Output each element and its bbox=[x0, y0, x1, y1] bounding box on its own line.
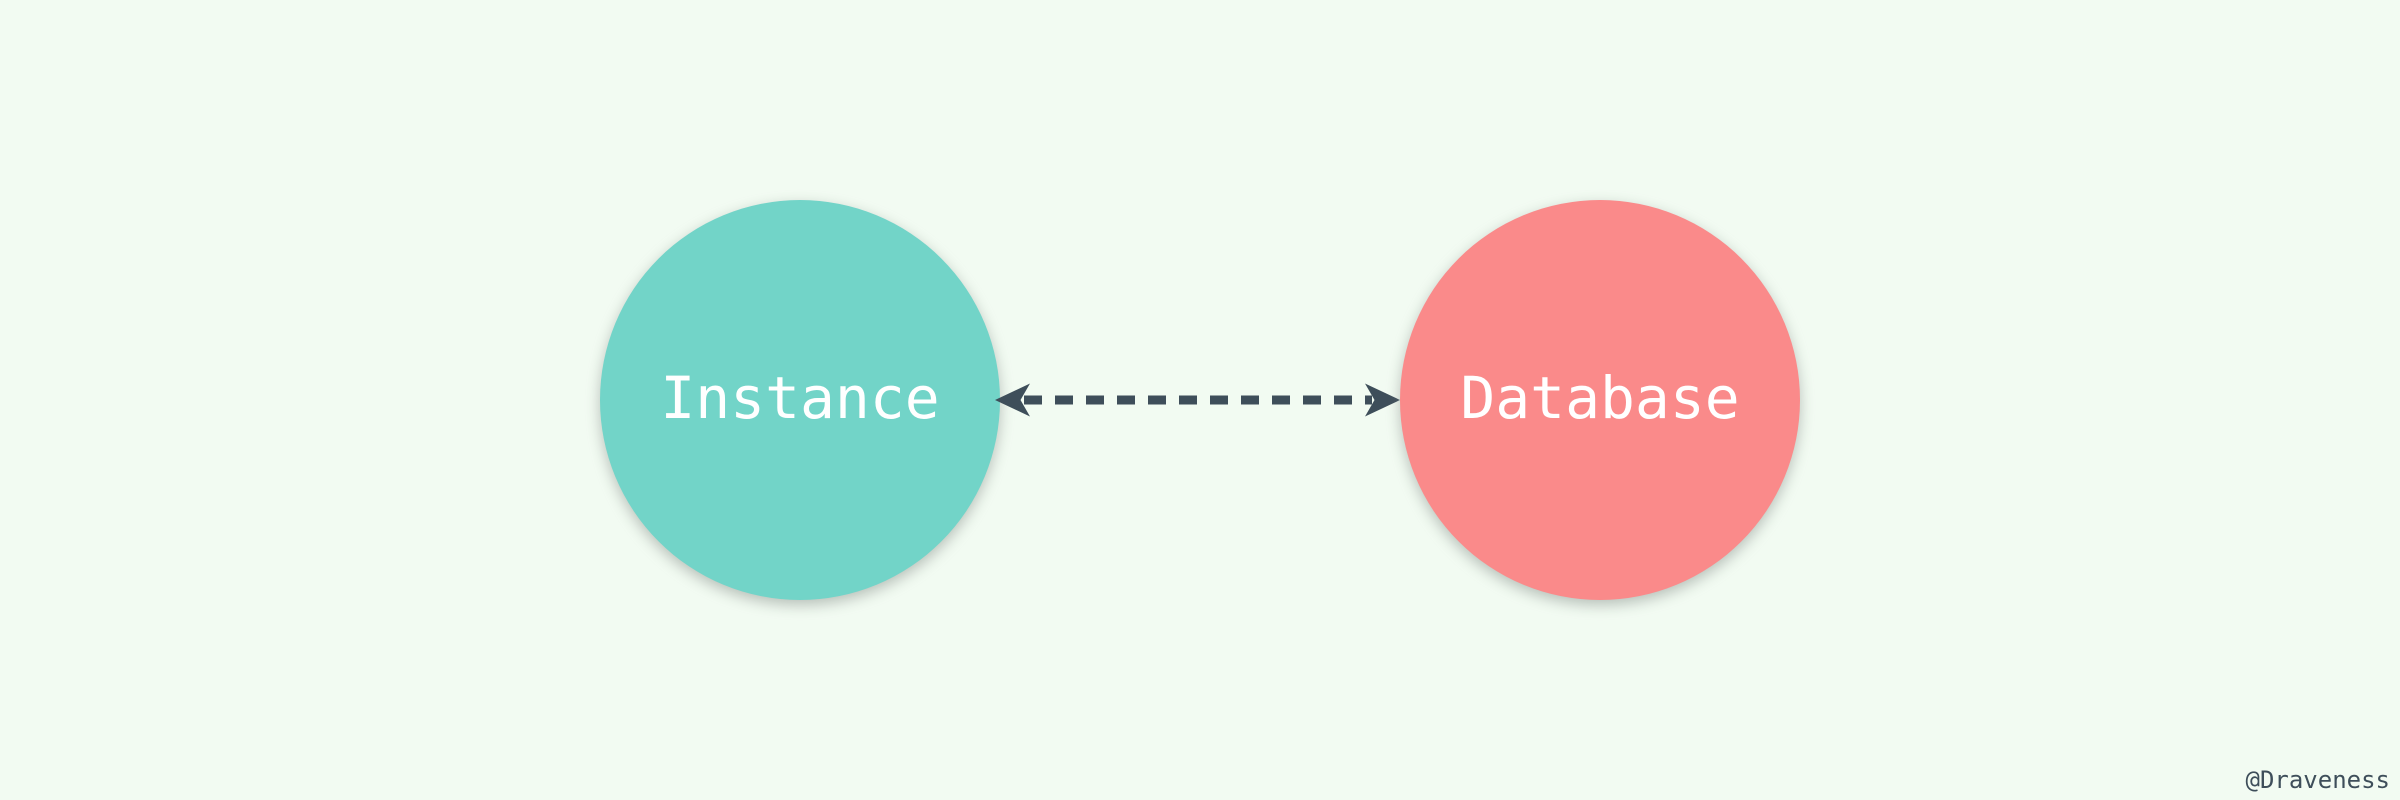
double-arrow-edge bbox=[995, 383, 1400, 417]
arrowhead-right-icon bbox=[1365, 383, 1400, 417]
watermark: @Draveness bbox=[2245, 766, 2391, 794]
node-database-label: Database bbox=[1460, 364, 1740, 432]
node-database: Database bbox=[1400, 200, 1800, 600]
node-instance: Instance bbox=[600, 200, 1000, 600]
arrowhead-left-icon bbox=[995, 383, 1030, 417]
node-instance-label: Instance bbox=[660, 364, 940, 432]
